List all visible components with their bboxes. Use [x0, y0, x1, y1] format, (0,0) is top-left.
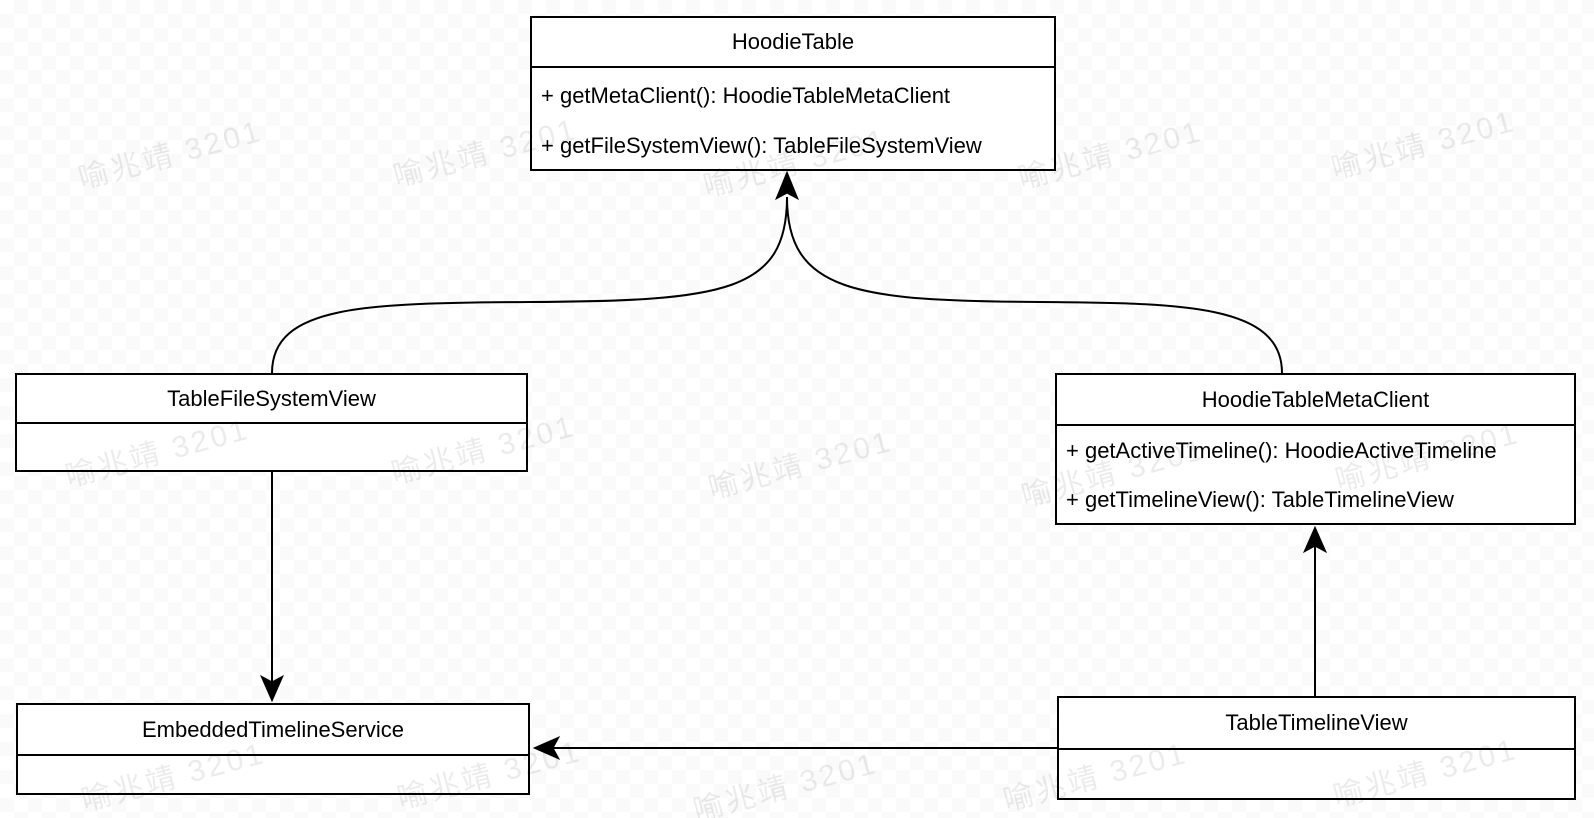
arrowhead-up-hoodietable: [775, 170, 799, 201]
class-table-timeline-view: TableTimelineView: [1057, 696, 1576, 800]
class-table-file-system-view: TableFileSystemView: [15, 373, 528, 472]
arrowhead-left-embeddedtimelineservice: [532, 735, 561, 761]
class-title-table-timeline-view: TableTimelineView: [1059, 698, 1574, 750]
class-hoodie-table: HoodieTable + getMetaClient(): HoodieTab…: [530, 16, 1056, 171]
method-get-meta-client: + getMetaClient(): HoodieTableMetaClient: [541, 83, 951, 108]
class-title-hoodie-table: HoodieTable: [532, 18, 1054, 68]
class-body-embedded-timeline-service: [18, 756, 528, 793]
class-title-table-file-system-view: TableFileSystemView: [17, 375, 526, 424]
edge-tablefilesystemview-to-hoodietable: [271, 196, 788, 374]
class-body-hoodie-table: + getMetaClient(): HoodieTableMetaClient…: [532, 68, 1054, 169]
method-get-active-timeline: + getActiveTimeline(): HoodieActiveTimel…: [1066, 438, 1497, 463]
method-get-timeline-view: + getTimelineView(): TableTimelineView: [1066, 486, 1454, 512]
class-title-hoodie-table-meta-client: HoodieTableMetaClient: [1057, 375, 1574, 426]
arrowhead-down-embeddedtimelineservice: [259, 674, 285, 703]
class-body-table-timeline-view: [1059, 750, 1574, 798]
class-hoodie-table-meta-client: HoodieTableMetaClient + getActiveTimelin…: [1055, 373, 1576, 525]
method-get-file-system-view: + getFileSystemView(): TableFileSystemVi…: [541, 132, 982, 158]
edge-hoodietablemetaclient-to-hoodietable: [786, 196, 1283, 374]
arrowhead-up-hoodietablemetaclient: [1302, 525, 1328, 554]
class-body-table-file-system-view: [17, 424, 526, 470]
class-title-embedded-timeline-service: EmbeddedTimelineService: [18, 705, 528, 756]
class-embedded-timeline-service: EmbeddedTimelineService: [16, 703, 530, 795]
class-body-hoodie-table-meta-client: + getActiveTimeline(): HoodieActiveTimel…: [1057, 426, 1574, 523]
